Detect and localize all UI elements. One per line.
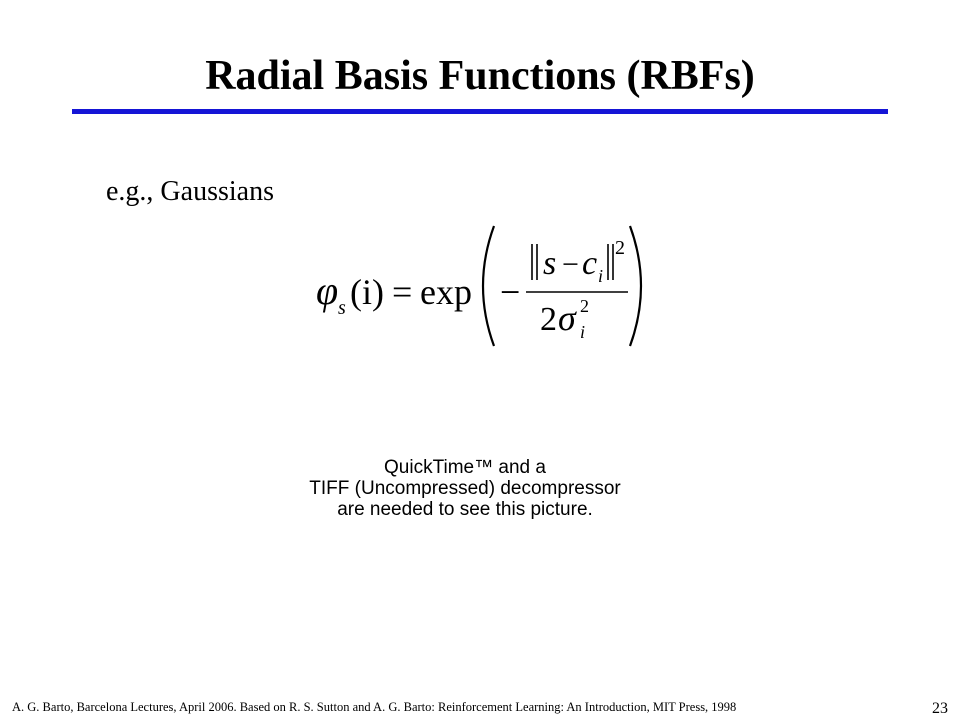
formula-equals: = [392,272,412,312]
formula-numerator-exponent: 2 [615,237,625,259]
placeholder-line-3: are needed to see this picture. [337,499,593,520]
formula-denominator-sigma-superscript: 2 [580,296,589,316]
missing-picture-placeholder: QuickTime™ and a TIFF (Uncompressed) dec… [300,457,630,520]
formula-phi: φ [316,268,338,313]
formula-denominator-sigma: σ [558,298,577,338]
formula-phi-subscript: s [338,297,346,319]
formula-left-paren [481,225,496,347]
slide-title: Radial Basis Functions (RBFs) [205,53,755,99]
gaussian-rbf-formula: φ s (i) = exp − s − c i 2 2 σ 2 i [312,222,652,350]
bullet-text: e.g., Gaussians [106,176,274,207]
footer-citation: A. G. Barto, Barcelona Lectures, April 2… [12,700,737,714]
page-number: 23 [932,700,948,717]
placeholder-line-2: TIFF (Uncompressed) decompressor [309,478,621,499]
formula-denominator-sigma-subscript: i [580,322,585,342]
formula-denominator-two: 2 [540,301,557,338]
formula-numerator-s: s [543,245,556,282]
formula-numerator-c-subscript: i [598,266,603,286]
placeholder-line-1: QuickTime™ and a [384,457,546,478]
formula-right-paren [628,225,643,347]
formula-exp: exp [420,272,472,312]
formula-numerator-c: c [582,245,597,282]
title-underline [72,109,888,114]
formula-minus: − [500,272,520,312]
formula-argument: (i) [350,272,384,312]
formula-numerator-minus: − [562,248,579,281]
